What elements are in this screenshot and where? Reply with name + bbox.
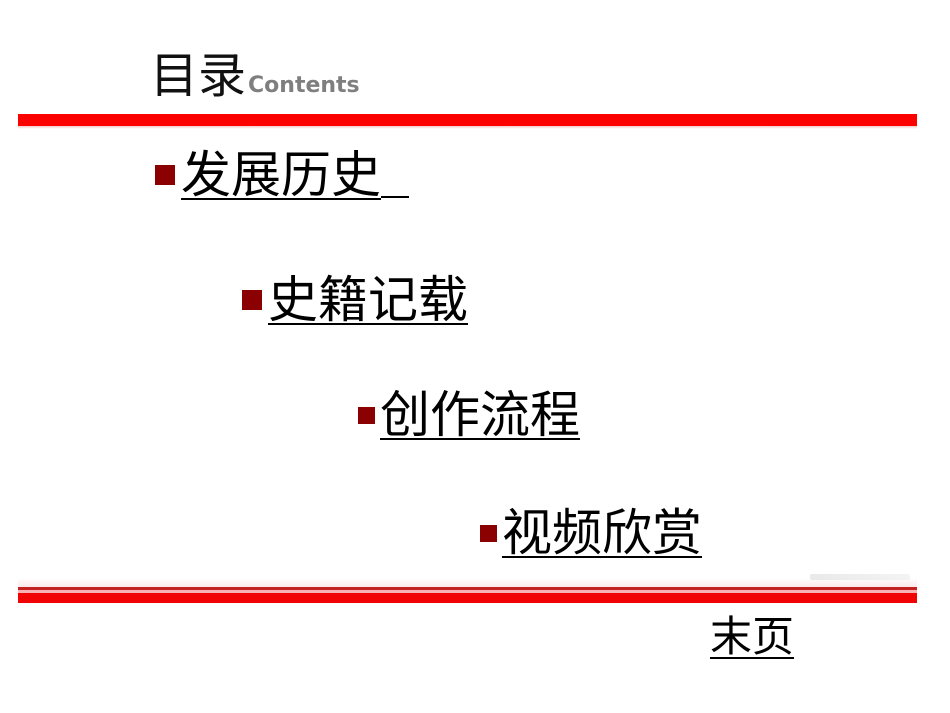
toc-item-process[interactable]: 创作流程 [358,390,580,440]
top-divider-shadow [18,126,917,129]
top-divider-bar [18,114,917,126]
toc-link-video[interactable]: 视频欣赏 [502,504,702,562]
toc-item-video[interactable]: 视频欣赏 [480,508,702,558]
title-subtitle: Contents [248,73,360,98]
toc-link-records[interactable]: 史籍记载 [268,271,468,329]
toc-link-process[interactable]: 创作流程 [380,386,580,444]
bottom-divider-light-line [18,590,917,593]
toc-item-history[interactable]: 发展历史 [155,150,409,200]
toc-item-records[interactable]: 史籍记载 [242,275,468,325]
toc-link-history[interactable]: 发展历史 [181,146,381,204]
square-bullet-icon [358,406,375,424]
bottom-divider-bar [18,593,917,603]
square-bullet-icon [480,524,497,542]
bottom-divider-dark-line [18,587,917,590]
title-main: 目录 [150,48,247,104]
square-bullet-icon [155,165,175,185]
trailing-underline [381,196,409,198]
faint-watermark [810,574,910,580]
page-title: 目录Contents [150,52,360,100]
square-bullet-icon [242,290,262,310]
last-page-link[interactable]: 末页 [710,612,795,661]
bottom-divider-fade [18,578,917,587]
